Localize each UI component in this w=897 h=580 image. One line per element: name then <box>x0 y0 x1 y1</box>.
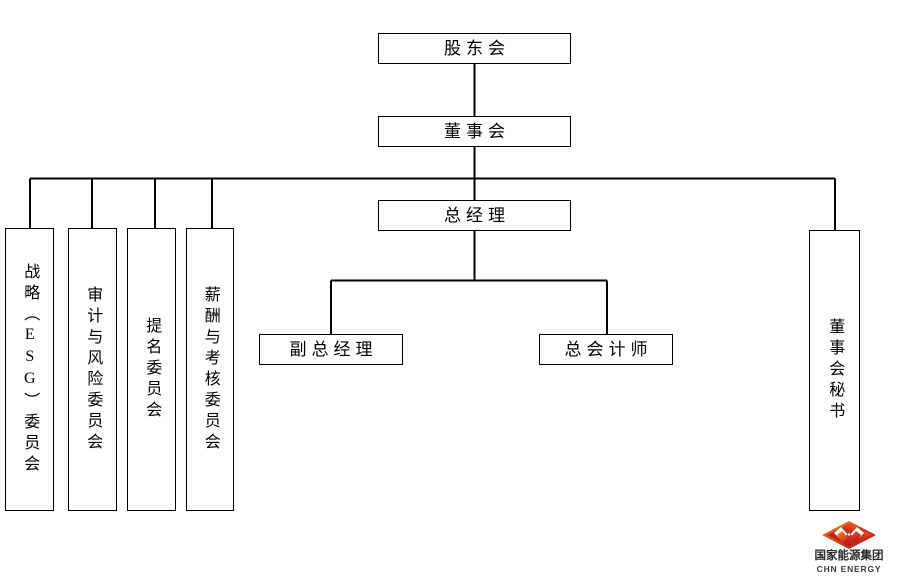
node-nomination-committee[interactable]: 提名委员会 <box>127 228 176 511</box>
logo-name-en: CHN ENERGY <box>816 563 882 574</box>
node-shareholders-meeting[interactable]: 股东会 <box>378 33 571 64</box>
node-general-manager[interactable]: 总经理 <box>378 200 571 231</box>
node-board-secretary[interactable]: 董事会秘书 <box>809 230 860 511</box>
node-audit-risk-committee[interactable]: 审计与风险委员会 <box>68 228 117 511</box>
node-label-strategy-esg-committee: 战略（ESG）委员会 <box>21 263 39 476</box>
node-label-audit-risk-committee: 审计与风险委员会 <box>84 285 102 454</box>
logo-name-cn: 国家能源集团 <box>814 550 884 562</box>
node-label-board-secretary: 董事会秘书 <box>826 318 844 423</box>
node-remuneration-appraisal-committee[interactable]: 薪酬与考核委员会 <box>186 228 234 511</box>
node-chief-accountant[interactable]: 总会计师 <box>539 334 673 365</box>
chn-energy-emblem-icon <box>821 520 877 550</box>
node-label-deputy-general-manager: 副总经理 <box>289 339 378 359</box>
node-label-chief-accountant: 总会计师 <box>564 339 653 359</box>
node-board-of-directors[interactable]: 董事会 <box>378 116 571 147</box>
node-label-board-of-directors: 董事会 <box>444 121 510 141</box>
node-label-general-manager: 总经理 <box>444 205 510 225</box>
node-label-nomination-committee: 提名委员会 <box>143 317 161 422</box>
node-strategy-esg-committee[interactable]: 战略（ESG）委员会 <box>5 228 54 511</box>
node-deputy-general-manager[interactable]: 副总经理 <box>259 334 403 365</box>
node-label-shareholders-meeting: 股东会 <box>444 38 510 58</box>
node-label-remuneration-appraisal-committee: 薪酬与考核委员会 <box>201 285 219 454</box>
company-logo: 国家能源集团 CHN ENERGY <box>802 520 896 578</box>
